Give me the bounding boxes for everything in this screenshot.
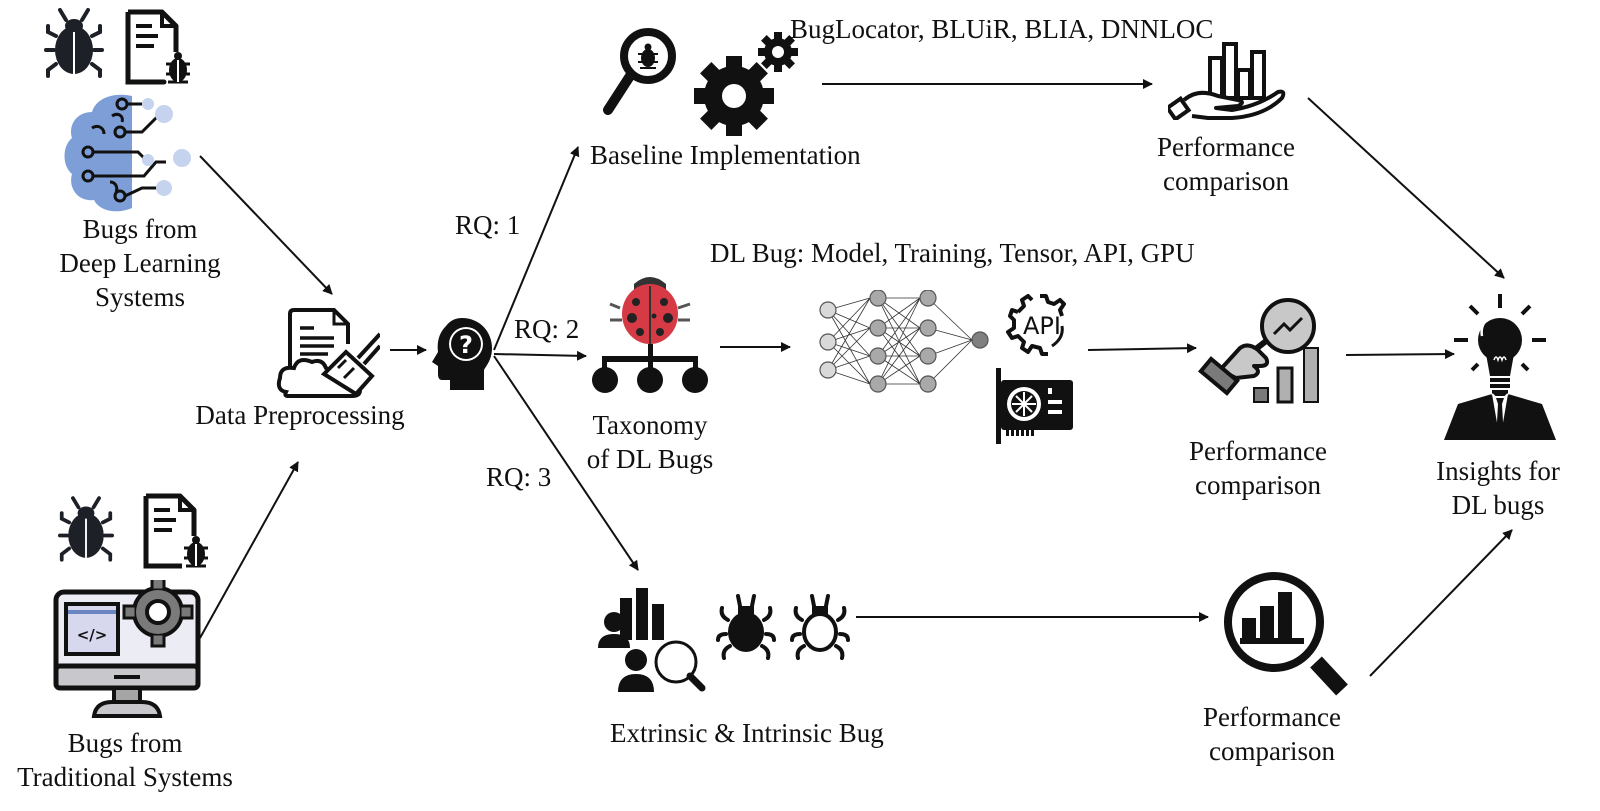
taxonomy-label-line1: Taxonomy	[592, 410, 708, 440]
bug-icon	[44, 8, 104, 78]
arrow-comparison3-to-insights	[1369, 529, 1513, 677]
rq2-comparison-label-line1: Performance	[1189, 436, 1327, 466]
brain-circuit-icon	[64, 94, 191, 212]
arrow-gpu-to-comparison	[1087, 343, 1197, 354]
gpu-card-icon	[996, 368, 1073, 444]
rq2-comparison-label-line2: comparison	[1195, 470, 1321, 500]
rq3-label: RQ: 3	[486, 462, 552, 492]
taxonomy-label-line2: of DL Bugs	[586, 444, 714, 474]
svg-text:?: ?	[459, 331, 473, 359]
rq1-techniques: BugLocator, BLUiR, BLIA, DNNLOC	[790, 14, 1214, 44]
arrow-dl-to-preprocessing	[199, 155, 333, 295]
bug-outline-icon	[790, 594, 850, 660]
insights-label-line2: DL bugs	[1451, 490, 1545, 520]
gears-icon	[694, 32, 798, 136]
rq1-comparison-label-line2: comparison	[1163, 166, 1289, 196]
traditional-systems-label-line2: Traditional Systems	[17, 762, 233, 792]
rq3-comparison-label-line1: Performance	[1203, 702, 1341, 732]
computer-code-gear-icon: </>	[53, 580, 201, 718]
arrow-rq3	[493, 355, 639, 571]
arrow-rq1	[493, 146, 580, 351]
rq3-comparison-label-line2: comparison	[1209, 736, 1335, 766]
baseline-implementation-label: Baseline Implementation	[590, 140, 861, 170]
hand-magnifier-chart-icon	[1198, 298, 1319, 404]
api-gear-icon: API	[1006, 294, 1066, 356]
svg-text:</>: </>	[77, 626, 108, 644]
arrow-comparison1-to-insights	[1307, 97, 1505, 279]
svg-text:API: API	[1023, 312, 1061, 340]
rq1-comparison-label: Performance comparison	[1126, 130, 1326, 198]
bug-icon	[58, 496, 114, 562]
neural-network-icon	[819, 290, 989, 393]
rq1-label: RQ: 1	[455, 210, 521, 240]
dl-systems-label-line2: Deep Learning	[59, 248, 221, 278]
users-chart-magnifier-icon	[598, 588, 706, 692]
extrinsic-intrinsic-label: Extrinsic & Intrinsic Bug	[610, 718, 884, 748]
rq2-comparison-label: Performance comparison	[1158, 434, 1358, 502]
head-question-icon: ?	[432, 318, 492, 390]
dl-systems-label-line3: Systems	[94, 282, 186, 312]
dl-systems-label: Bugs from Deep Learning Systems	[40, 212, 240, 314]
arrow-comparison2-to-insights	[1345, 349, 1455, 360]
magnifier-bug-icon	[603, 28, 676, 115]
magnifier-bar-chart-icon	[1224, 572, 1348, 696]
preprocessing-label: Data Preprocessing	[195, 400, 405, 430]
rq2-categories: DL Bug: Model, Training, Tensor, API, GP…	[710, 238, 1195, 268]
hand-bar-chart-icon	[1168, 42, 1286, 120]
document-cleaning-broom-icon	[276, 308, 380, 398]
bug-report-document-icon	[125, 9, 190, 85]
insights-label: Insights for DL bugs	[1418, 454, 1578, 522]
bug-report-document-icon	[143, 493, 208, 569]
lightbulb-businessman-icon	[1444, 294, 1556, 440]
rq1-comparison-label-line1: Performance	[1157, 132, 1295, 162]
ladybug-taxonomy-icon	[592, 277, 708, 393]
traditional-systems-label: Bugs from Traditional Systems	[0, 726, 250, 794]
arrow-rq2	[493, 350, 587, 361]
bug-filled-icon	[716, 594, 776, 660]
taxonomy-label: Taxonomy of DL Bugs	[570, 408, 730, 476]
traditional-systems-label-line1: Bugs from	[67, 728, 183, 758]
rq3-comparison-label: Performance comparison	[1172, 700, 1372, 768]
arrow-traditional-to-preprocessing	[199, 461, 299, 639]
rq2-label: RQ: 2	[514, 314, 580, 344]
dl-systems-label-line1: Bugs from	[82, 214, 198, 244]
insights-label-line1: Insights for	[1436, 456, 1560, 486]
